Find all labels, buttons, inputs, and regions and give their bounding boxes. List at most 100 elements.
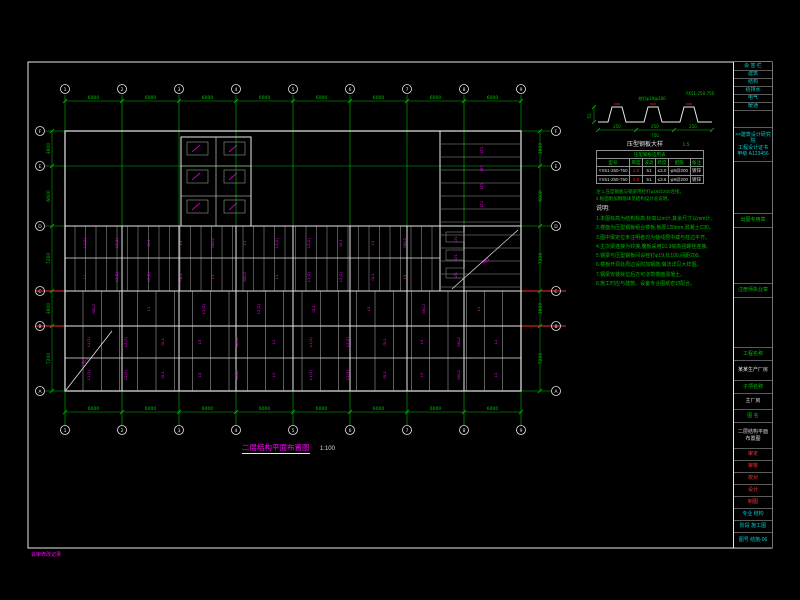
notes-lines: 1.本图标高为结构标高,标高以m计,其余尺寸以mm计。2.楼面为压型钢板组合楼板… — [596, 215, 738, 289]
titleblock-row: ××建筑设计研究院 工程设计证书 甲级 A123456 — [734, 128, 772, 162]
grid-label: D — [38, 224, 42, 230]
beam-label: L1 — [242, 240, 247, 245]
ramp-line — [65, 330, 113, 391]
beam-label: GKL2 — [234, 336, 239, 347]
dim-text: 6000 — [487, 95, 499, 101]
table-cell: 镀锌 — [689, 166, 704, 176]
beam-label: GL1 — [382, 338, 387, 346]
beam-label: GL1 — [370, 273, 375, 281]
dim-text: 6000 — [259, 406, 271, 412]
beam-label: L1 — [493, 372, 498, 377]
beam-label: L1 — [476, 306, 481, 311]
beam-label: GKL2 — [242, 271, 247, 282]
titleblock-row: 审定 — [734, 449, 772, 461]
dim-text: 7200 — [46, 353, 52, 365]
dim-tick — [404, 98, 410, 104]
grid-bubble — [516, 84, 526, 94]
dim-text: 7200 — [538, 253, 544, 265]
beam-label: L3 — [178, 240, 183, 245]
dim-tick — [537, 223, 543, 229]
grid-label: 1 — [64, 87, 67, 93]
stair-flight — [223, 169, 246, 184]
grid-label: 3 — [178, 87, 181, 93]
grid-label: 7 — [406, 428, 409, 434]
grid-label: 2 — [121, 428, 124, 434]
dim-tick — [537, 128, 543, 134]
grid-bubble — [459, 84, 469, 94]
dim-tick — [537, 388, 543, 394]
titleblock-row: 制图 — [734, 497, 772, 509]
dim-tick — [176, 98, 182, 104]
stair-flight — [223, 199, 246, 214]
titleblock-row: 给排水 — [734, 87, 772, 95]
title-block: 会 签 栏建筑结构给排水电气暖通××建筑设计研究院 工程设计证书 甲级 A123… — [733, 62, 772, 548]
grid-label: 6 — [349, 87, 352, 93]
titleblock-row: 阶段 施工图 — [734, 521, 772, 533]
dim-tick — [671, 127, 677, 133]
note-line: 3.图中梁定位未注明者均为轴线居中或与柱边平齐。 — [596, 234, 711, 241]
beam-label: L1 — [82, 274, 87, 279]
stair-mark — [191, 172, 201, 181]
detail-note: YX51-250-750 — [685, 91, 715, 96]
stair-flight — [186, 169, 209, 184]
dim-text: 6000 — [487, 406, 499, 412]
general-notes: 说明: 1.本图标高为结构标高,标高以m计,其余尺寸以mm计。2.楼面为压型钢板… — [596, 203, 738, 289]
beam-label: GKL2 — [456, 369, 461, 380]
dim-text: 3900 — [538, 143, 544, 155]
dim-tick — [591, 104, 597, 110]
grid-bubble — [459, 425, 469, 435]
titleblock-row — [734, 162, 772, 214]
grid-bubble — [60, 84, 70, 94]
dim-text: 6000 — [145, 95, 157, 101]
beam-label: L2(2) — [345, 370, 350, 380]
beam-label: L2(2) — [146, 272, 151, 282]
table-header: 厚度 — [629, 158, 644, 168]
titleblock-row: 电气 — [734, 95, 772, 103]
landing-box — [445, 249, 465, 261]
note-line: 4.主次梁连接为铰接,腹板采用10.9级高强螺栓连接。 — [596, 243, 712, 250]
dim-tick — [49, 163, 55, 169]
table-note-line: 2.板面附加钢筋详见结构设计总说明。 — [596, 195, 672, 201]
table-cell: ≤3.0 — [655, 166, 670, 176]
grid-label: B — [554, 324, 557, 330]
grid-label: C — [38, 289, 41, 295]
grid-label: 6 — [349, 428, 352, 434]
beam-label: GKL2 — [456, 336, 461, 347]
table-cell: ≤3.6 — [655, 174, 670, 184]
grid-bubble — [60, 425, 70, 435]
titleblock-row — [734, 298, 772, 348]
table-notes: 注:1.压型钢板与钢梁用栓钉φ19@200连接。2.板面附加钢筋详见结构设计总说… — [596, 189, 736, 203]
grid-bubble — [35, 286, 45, 296]
grid-label: 4 — [235, 87, 238, 93]
dim-text: 750 — [651, 133, 659, 138]
beam-label: GKL2 — [91, 303, 96, 314]
dim-tick — [347, 409, 353, 415]
grid-bubble — [288, 425, 298, 435]
beam-label: L1(2) — [114, 272, 119, 282]
dim-text: 6000 — [430, 406, 442, 412]
dim-tick — [49, 128, 55, 134]
dim-tick — [461, 409, 467, 415]
table-note-line: 注:1.压型钢板与钢梁用栓钉φ19@200连接。 — [596, 189, 685, 194]
table-cell: 镀锌 — [689, 174, 704, 184]
dim-text: 6000 — [88, 95, 100, 101]
beam-label: GL1 — [178, 273, 183, 281]
beam-label: L1(2) — [274, 238, 279, 248]
note-line: 8.施工时应与建筑、设备专业图纸密切配合。 — [596, 280, 696, 287]
grid-label: 8 — [463, 87, 466, 93]
beam-label: L1 — [493, 339, 498, 344]
ramp-label: PD1 — [481, 256, 490, 265]
table-title: 压型钢板选用表 — [596, 149, 704, 160]
grid-bubble — [117, 425, 127, 435]
beam-label: GL1 — [146, 239, 151, 247]
notes-title: 说明: — [596, 206, 610, 212]
grid-label: A — [38, 389, 42, 395]
dim-tick — [591, 119, 597, 125]
beam-label: GL1 — [338, 239, 343, 247]
beam-label: L2(2) — [306, 238, 311, 248]
grid-bubble — [345, 425, 355, 435]
beam-label: L3 — [197, 339, 202, 344]
detail-note: 栓钉φ19@200 — [638, 95, 666, 101]
